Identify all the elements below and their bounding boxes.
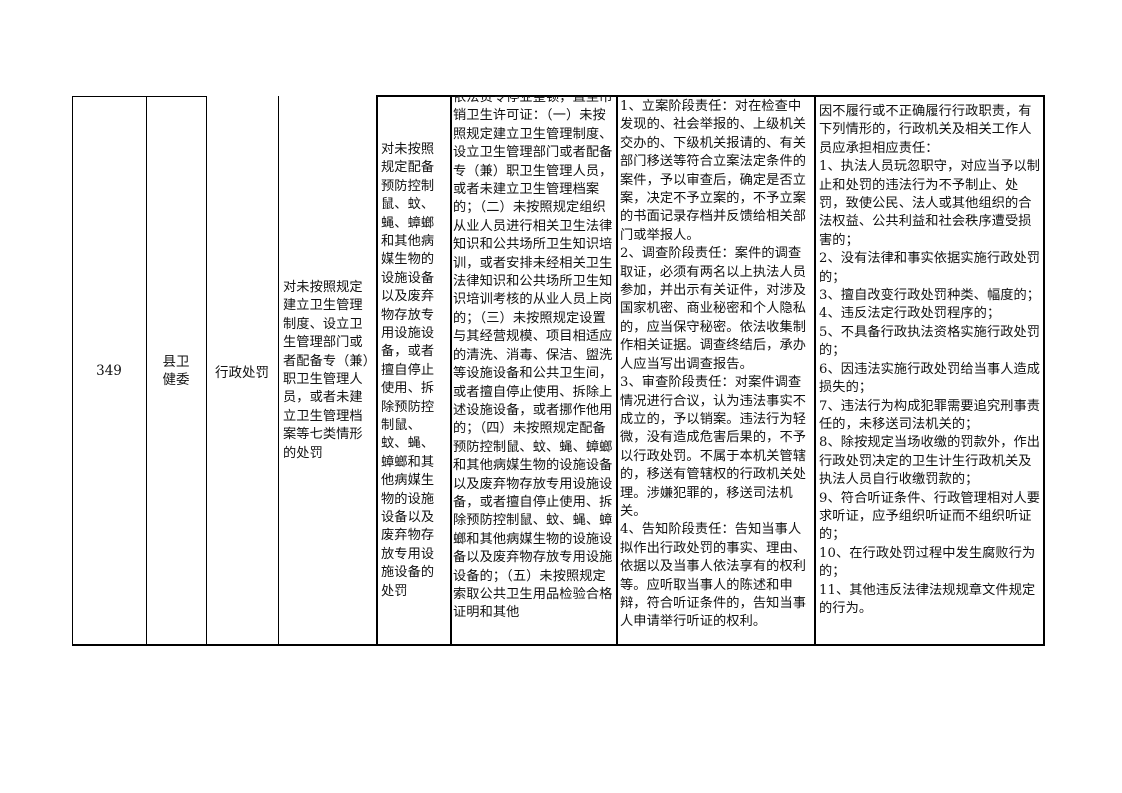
col-divider-1	[146, 96, 147, 645]
col-divider-2	[206, 96, 207, 645]
col-divider-6	[616, 96, 618, 645]
row-number: 349	[96, 363, 122, 379]
accountability-cell: 因不履行或不正确履行行政职责，有下列情形的，行政机关及相关工作人员应承担相应责任…	[816, 96, 1044, 645]
table-top-border-right	[376, 95, 1045, 97]
table-bottom-border	[72, 644, 1045, 646]
sub-item-text: 对未按照规定配备预防控制鼠、蚊、蝇、蟑螂和其他病媒生物的设施设备以及废弃物存放专…	[381, 141, 435, 599]
col-divider-3	[278, 96, 279, 645]
sub-item-cell: 对未按照规定配备预防控制鼠、蚊、蝇、蟑螂和其他病媒生物的设施设备以及废弃物存放专…	[378, 97, 448, 645]
col-divider-0	[72, 96, 73, 645]
col-divider-8	[1043, 95, 1045, 646]
col-divider-7	[814, 96, 816, 645]
col-divider-5	[450, 96, 452, 645]
duties-text: 1、立案阶段责任：对在检查中发现的、社会举报的、上级机关交办的、下级机关报请的、…	[620, 99, 807, 630]
duties-cell: 1、立案阶段责任：对在检查中发现的、社会举报的、上级机关交办的、下级机关报请的、…	[618, 96, 816, 645]
power-type-cell: 行政处罚	[215, 365, 269, 381]
table-top-border-left	[72, 96, 206, 97]
legal-basis-cell: 依法责令停业整顿，直至吊销卫生许可证：（一）未按照规定建立卫生管理制度、设立卫生…	[452, 96, 617, 645]
department-text: 县卫健委	[162, 354, 190, 388]
legal-basis-text: 依法责令停业整顿，直至吊销卫生许可证：（一）未按照规定建立卫生管理制度、设立卫生…	[453, 96, 613, 621]
item-name-cell: 对未按照规定建立卫生管理制度、设立卫生管理部门或者配备专（兼）职卫生管理人员，或…	[280, 97, 376, 645]
col-divider-4	[376, 96, 378, 645]
item-name-text: 对未按照规定建立卫生管理制度、设立卫生管理部门或者配备专（兼）职卫生管理人员，或…	[283, 279, 370, 461]
accountability-text: 因不履行或不正确履行行政职责，有下列情形的，行政机关及相关工作人员应承担相应责任…	[819, 104, 1041, 616]
department-cell: 县卫健委	[146, 97, 206, 645]
